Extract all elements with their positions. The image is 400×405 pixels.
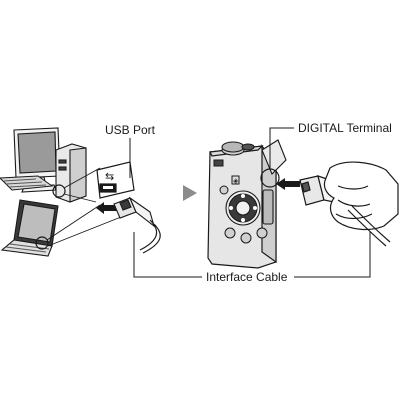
zoom-leader-lines xyxy=(46,167,127,247)
camera-strap-lug xyxy=(262,189,274,225)
camera-bottom-buttons xyxy=(219,185,268,244)
usb-port-detail: ⇆ xyxy=(96,161,135,199)
usb-symbol-icon: ⇆ xyxy=(105,170,114,183)
camera-terminal-cover xyxy=(261,139,287,175)
svg-text:◈: ◈ xyxy=(233,177,239,185)
laptop-usb-port-circle xyxy=(35,236,49,250)
camera-cable xyxy=(347,205,391,247)
camera-side-buttons: ◈ xyxy=(213,159,240,185)
usb-plug xyxy=(113,196,155,228)
digital-terminal-leader xyxy=(269,127,294,169)
desktop-monitor xyxy=(13,127,61,193)
interface-cable-bracket xyxy=(133,232,371,278)
usb-port-label: USB Port xyxy=(103,123,158,137)
camera-insert-arrow-icon xyxy=(276,178,300,190)
laptop xyxy=(0,199,59,257)
insert-arrow-icon xyxy=(96,202,118,214)
hand xyxy=(323,161,399,231)
interface-cable-label: Interface Cable xyxy=(204,270,290,284)
camera-top-dial xyxy=(221,141,255,156)
usb-cable xyxy=(139,219,161,254)
keyboard xyxy=(0,175,54,191)
next-step-arrow-icon xyxy=(183,185,197,201)
camera-control-wheel xyxy=(225,190,261,226)
digital-terminal-label: DIGITAL Terminal xyxy=(296,121,394,135)
desktop-tower xyxy=(55,143,87,203)
desktop-usb-port-circle xyxy=(52,184,66,198)
